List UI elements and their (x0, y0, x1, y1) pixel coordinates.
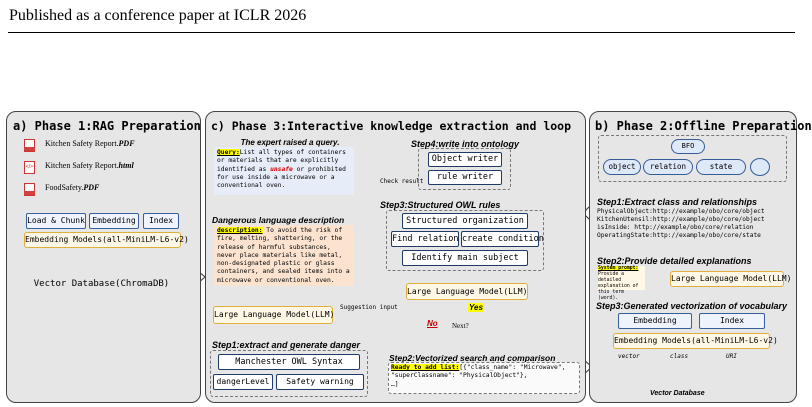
page-header: Published as a conference paper at ICLR … (9, 7, 307, 24)
step4-ontology-title: Step4:write into ontology (411, 139, 519, 149)
vector-column-header: vector (618, 353, 640, 360)
index-button[interactable]: Index (699, 313, 765, 329)
expert-query-title: The expert raised a query. (240, 138, 340, 147)
manchester-owl-box: Manchester OWL Syntax (218, 354, 360, 370)
step2-search-title: Step2:Vectorized search and comparison (389, 353, 556, 363)
phase1-title: a) Phase 1:RAG Preparation (13, 119, 201, 133)
yes-label: Yes (468, 303, 484, 312)
file-item[interactable]: FoodSafety.PDF (45, 183, 100, 192)
state-node: state (696, 159, 746, 175)
uri-column-header: URI (726, 353, 737, 360)
no-label: No (427, 319, 438, 328)
suggestion-label: Suggestion input (340, 304, 398, 311)
step1-group (210, 350, 368, 397)
object-writer-box: Object writer (428, 152, 502, 167)
pdf-icon (24, 139, 35, 152)
file-item[interactable]: Kitchen Safety Report.PDF (45, 139, 135, 148)
index-button[interactable]: Index (143, 213, 179, 229)
step3-vector-title: Step3:Generated vectorization of vocabul… (596, 301, 788, 311)
llm-left-box: Large Language Model(LLM) (213, 306, 334, 324)
identify-main-subject-box: Identify main subject (402, 250, 528, 266)
description-note: description: To avoid the risk of fire, … (214, 225, 354, 286)
embedding-model-box: Embedding Models(all-MiniLM-L6-v2) (613, 333, 778, 349)
find-relation-box: Find relation (391, 231, 459, 247)
step3-group (386, 210, 544, 271)
danger-level-box: dangerLevel (213, 374, 273, 390)
pdf-icon (24, 183, 35, 196)
query-note: Query:List all types of containers or ma… (214, 147, 354, 195)
step1-danger-title: Step1:extract and generate danger (212, 340, 361, 350)
check-result-label: Check result (380, 178, 424, 185)
next-label: Next? (452, 322, 469, 330)
relations-list: PhysicalObject:http://example/obo/core/o… (597, 208, 787, 240)
empty-node (750, 158, 770, 176)
ready-list-note: Ready to add list:[{"class_name": "Micro… (388, 362, 580, 394)
html-icon: </> (24, 161, 35, 174)
embedding-button[interactable]: Embedding (618, 313, 692, 329)
phase1-panel (6, 111, 201, 403)
phase2-title: b) Phase 2:Offline Preparation (595, 119, 812, 133)
file-item[interactable]: Kitchen Safety Report.html (45, 161, 134, 170)
load-chunk-button[interactable]: Load & Chunk (26, 213, 86, 229)
system-prompt-note: System prompt: Provide a detailed explan… (598, 266, 645, 301)
safety-warning-box: Safety warning (276, 374, 364, 390)
rule-writer-box: rule writer (428, 170, 502, 185)
step1-extract-title: Step1:Extract class and relationships (597, 197, 758, 207)
embedding-model-box: Embedding Models(all-MiniLM-L6-v2) (24, 232, 189, 248)
llm-box: Large Language Model(LLM) (670, 271, 791, 287)
step2-explain-title: Step2:Provide detailed explanations (597, 256, 752, 266)
relation-item: KitchenUtensil:http://example/obo/core/o… (597, 216, 765, 223)
object-node: object (603, 159, 641, 175)
relation-node: relation (643, 159, 693, 175)
step3-owl-title: Step3:Structured OWL rules (380, 200, 501, 210)
bfo-node: BFO (671, 139, 705, 154)
relation-item: PhysicalObject:http://example/obo/core/o… (597, 208, 765, 215)
class-column-header: class (670, 353, 689, 360)
vector-database-label: Vector Database(ChromaDB) (33, 279, 170, 289)
header-rule (8, 32, 795, 33)
bfo-group (598, 135, 787, 182)
step4-group (418, 148, 511, 190)
relation-item: OperatingState:http://example/obo/core/s… (597, 232, 761, 239)
danger-description-title: Dangerous language description (212, 215, 345, 225)
vector-database-label: Vector Database (650, 390, 705, 397)
relation-item: isInside: http://example/obo/core/relati… (597, 224, 754, 231)
structured-organization-box: Structured organization (402, 213, 528, 229)
embedding-button[interactable]: Embedding (89, 213, 139, 229)
llm-right-box: Large Language Model(LLM) (406, 283, 528, 300)
phase3-title: c) Phase 3:Interactive knowledge extract… (211, 119, 572, 133)
create-condition-box: create condition (461, 231, 544, 247)
